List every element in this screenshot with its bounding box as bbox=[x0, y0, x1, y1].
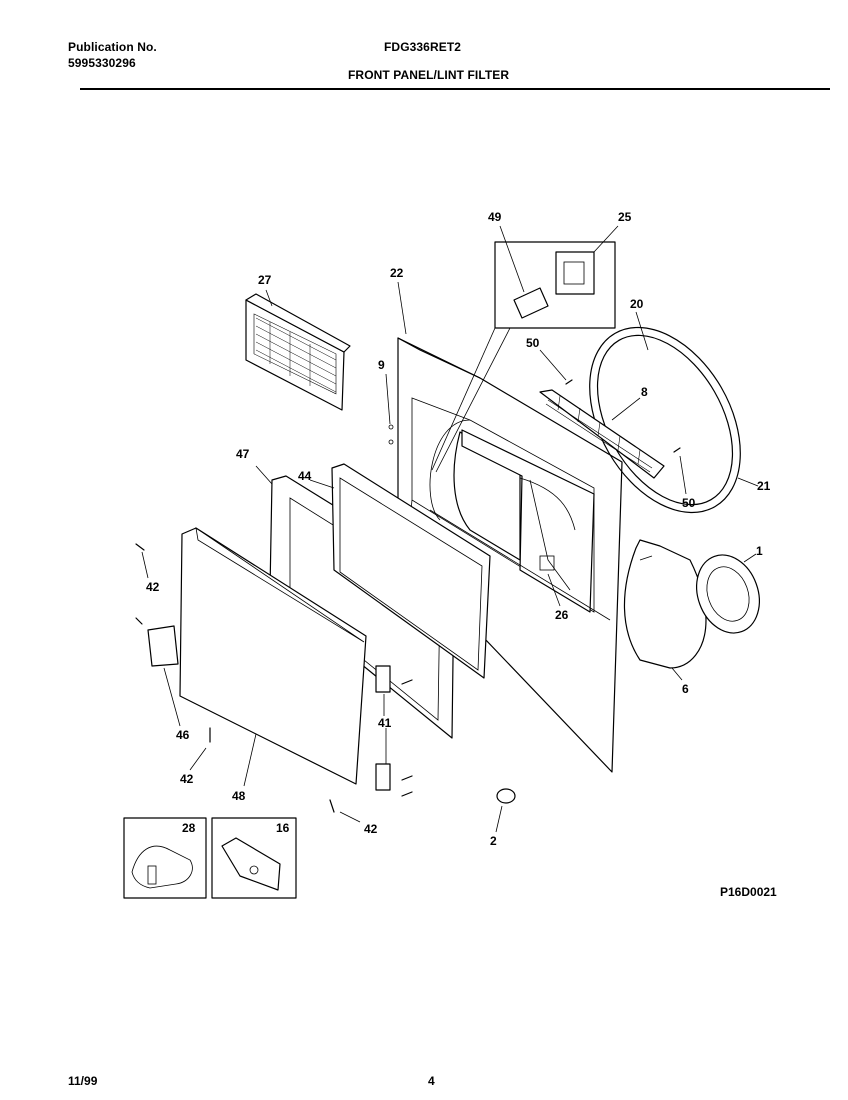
callout-50-right: 50 bbox=[682, 496, 696, 510]
callout-8: 8 bbox=[641, 385, 648, 399]
section-title: FRONT PANEL/LINT FILTER bbox=[348, 68, 510, 82]
callout-41: 41 bbox=[378, 716, 392, 730]
callout-44: 44 bbox=[298, 469, 312, 483]
callout-25: 25 bbox=[618, 210, 632, 224]
callout-26: 26 bbox=[555, 608, 569, 622]
door-handle-part-46 bbox=[135, 543, 335, 813]
lint-filter-part-27 bbox=[245, 293, 351, 411]
inset-box-parts-49-25 bbox=[431, 241, 616, 473]
inset-box-part-16 bbox=[211, 817, 297, 899]
callout-9: 9 bbox=[378, 358, 385, 372]
door-gasket-part-44 bbox=[331, 463, 491, 679]
callout-49: 49 bbox=[488, 210, 502, 224]
callout-leader-lines bbox=[141, 225, 759, 833]
callout-46: 46 bbox=[176, 728, 190, 742]
blower-housing-parts-1-6 bbox=[623, 539, 760, 669]
callout-2: 2 bbox=[490, 834, 497, 848]
front-panel-part-22 bbox=[397, 337, 623, 773]
footer-date: 11/99 bbox=[68, 1074, 98, 1088]
callout-20: 20 bbox=[630, 297, 644, 311]
figure-code: P16D0021 bbox=[720, 885, 777, 899]
callout-42-left: 42 bbox=[146, 580, 160, 594]
callout-22: 22 bbox=[390, 266, 404, 280]
callout-50-top: 50 bbox=[526, 336, 540, 350]
callout-16: 16 bbox=[276, 821, 290, 835]
inset-box-part-28 bbox=[123, 817, 207, 899]
foot-part-2 bbox=[496, 788, 516, 804]
callout-48: 48 bbox=[232, 789, 246, 803]
hinges-part-41 bbox=[375, 665, 413, 797]
callout-labels: 49 25 27 22 20 50 9 8 47 44 50 21 1 42 2… bbox=[146, 210, 777, 899]
callout-42-middle: 42 bbox=[180, 772, 194, 786]
callout-27: 27 bbox=[258, 273, 272, 287]
publication-label: Publication No. bbox=[68, 40, 157, 54]
callout-47: 47 bbox=[236, 447, 250, 461]
callout-28: 28 bbox=[182, 821, 196, 835]
model-number: FDG336RET2 bbox=[384, 40, 462, 54]
door-panel-part-48 bbox=[179, 527, 367, 785]
screen-housing-part-8 bbox=[539, 389, 665, 479]
page-number: 4 bbox=[428, 1074, 435, 1088]
header-rule bbox=[80, 88, 830, 90]
callout-42-bottom: 42 bbox=[364, 822, 378, 836]
publication-number: 5995330296 bbox=[68, 56, 136, 70]
callout-6: 6 bbox=[682, 682, 689, 696]
callout-1: 1 bbox=[756, 544, 763, 558]
screws bbox=[388, 379, 681, 453]
callout-21: 21 bbox=[757, 479, 771, 493]
